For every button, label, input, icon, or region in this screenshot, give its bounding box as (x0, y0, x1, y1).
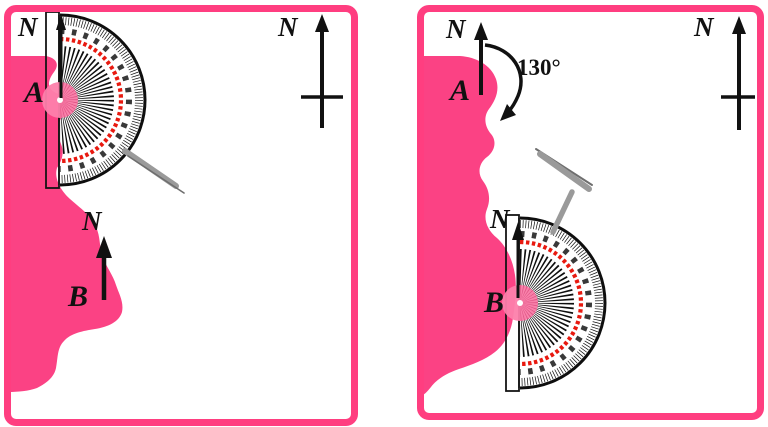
pencil-icon (122, 148, 185, 194)
north-arrow-icon (512, 222, 524, 298)
left-panel-scene (8, 12, 343, 392)
point-label-b-left: B (68, 280, 89, 313)
compass-north-label-left: N (278, 12, 298, 42)
compass-north-label-right: N (694, 12, 714, 42)
north-arrow-icon (96, 236, 112, 300)
north-arrow-icon (474, 22, 488, 95)
north-arrow-icon (56, 14, 66, 98)
compass-needle-icon (301, 14, 343, 128)
point-label-a-right: A (450, 74, 471, 107)
point-label-b-right: B (484, 286, 505, 319)
angle-value-label: 130° (517, 55, 561, 80)
coastline-shape (421, 56, 516, 396)
point-label-a-left: A (24, 76, 45, 109)
angle-arc-arrow-icon (484, 43, 523, 121)
north-label-b-left: N (82, 206, 102, 236)
north-label-b-right: N (490, 204, 510, 234)
right-panel-scene (421, 16, 755, 396)
north-label-a-left: N (18, 12, 38, 42)
compass-needle-icon (721, 16, 755, 130)
pencil-icon (535, 148, 593, 235)
north-label-a-right: N (446, 14, 466, 44)
coastline-shape (8, 56, 123, 392)
